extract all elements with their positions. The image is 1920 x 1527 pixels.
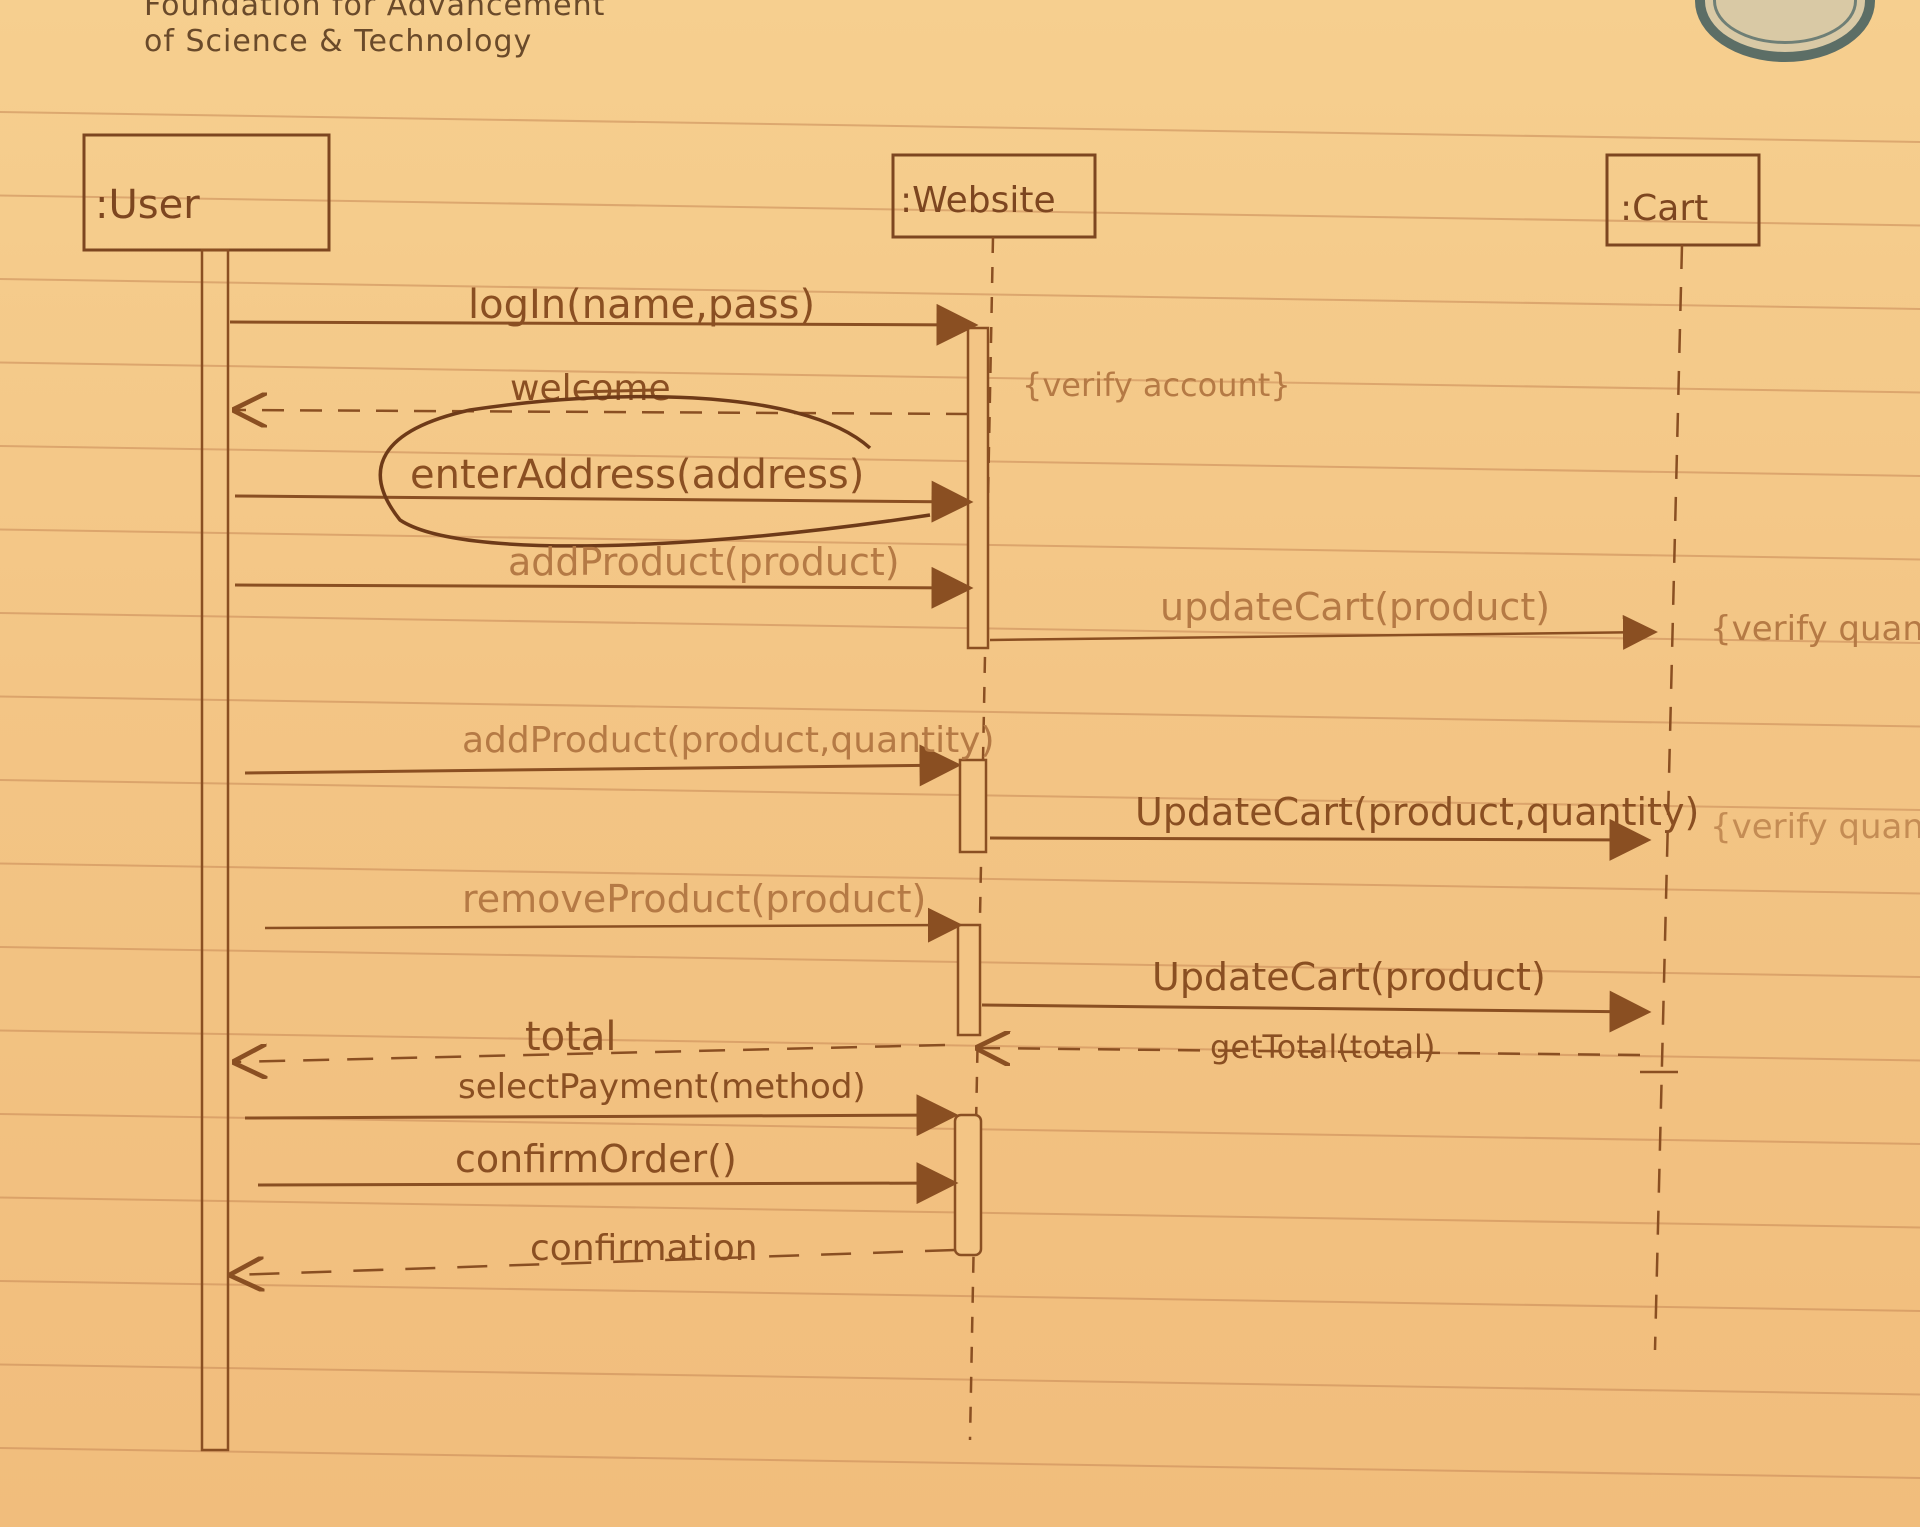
message-update-cart-2: UpdateCart(product) <box>981 955 1652 1033</box>
lifeline-head-cart <box>1605 153 1761 247</box>
lifeline-label-website: :Website <box>900 180 1056 221</box>
message-update-cart-quantity: UpdateCart(product,quantity) <box>989 790 1699 861</box>
note-verify-account: {verify account} <box>1022 366 1291 404</box>
message-add-product-arrow <box>234 566 974 609</box>
message-login-label: logIn(name,pass) <box>468 282 815 328</box>
activation-website-2 <box>958 758 988 854</box>
rule-line <box>0 695 1920 728</box>
lifeline-dashed-cart <box>1653 244 1684 1351</box>
enter-address-circle-mark <box>378 394 931 548</box>
message-confirm-order: confirmOrder() <box>257 1137 959 1205</box>
note-verify-quantity-2: {verify quantity} <box>1710 807 1920 847</box>
lifeline-label-cart: :Cart <box>1620 188 1708 229</box>
header-line-1: Foundation for Advancement <box>144 0 606 23</box>
rule-line <box>0 111 1920 143</box>
message-remove-product-label: removeProduct(product) <box>462 877 926 921</box>
rule-line <box>0 1363 1920 1396</box>
lifeline-activation-user <box>200 248 230 1452</box>
rule-line <box>0 1447 1920 1479</box>
message-select-payment-label: selectPayment(method) <box>458 1067 866 1107</box>
message-enter-address-label: enterAddress(address) <box>410 452 864 498</box>
message-enter-address: enterAddress(address) <box>234 394 974 548</box>
message-total-arrow <box>235 1045 946 1062</box>
rule-line <box>0 1280 1920 1312</box>
message-enter-address-arrow <box>234 480 974 523</box>
note-verify-quantity-1: {verify quantity} <box>1710 609 1920 649</box>
rule-line <box>0 862 1920 895</box>
message-select-payment-arrow <box>244 1094 959 1137</box>
message-add-product-label: addProduct(product) <box>508 540 900 584</box>
lifeline-website: :Website <box>891 153 1097 1441</box>
message-select-payment: selectPayment(method) <box>244 1067 959 1137</box>
message-confirmation-label: confirmation <box>530 1228 758 1269</box>
message-add-product-quantity: addProduct(product,quantity) <box>244 720 995 787</box>
message-update-cart-quantity-arrow <box>989 818 1652 861</box>
welcome-strikethrough <box>574 388 656 394</box>
message-welcome-arrow <box>235 410 969 414</box>
message-update-cart-2-arrow <box>981 990 1652 1033</box>
rule-line <box>0 361 1920 394</box>
message-total-label: total <box>525 1014 616 1060</box>
message-remove-product-arrow <box>264 907 963 943</box>
rule-line <box>0 194 1920 227</box>
lifeline-cart: :Cart <box>1605 153 1761 1351</box>
activation-website-1 <box>966 326 990 650</box>
message-add-product: addProduct(product) <box>234 540 974 609</box>
message-update-cart-1: updateCart(product) <box>989 585 1658 650</box>
rule-line <box>0 612 1920 644</box>
message-update-cart-quantity-label: UpdateCart(product,quantity) <box>1135 790 1699 834</box>
header-line-2: of Science & Technology <box>144 24 533 59</box>
message-update-cart-2-label: UpdateCart(product) <box>1152 955 1546 999</box>
rule-line <box>0 445 1920 477</box>
activation-website-4 <box>953 1113 983 1257</box>
message-update-cart-1-label: updateCart(product) <box>1160 585 1550 629</box>
message-add-product-quantity-arrow <box>244 744 962 787</box>
message-confirm-order-label: confirmOrder() <box>455 1137 737 1181</box>
lifeline-user: :User <box>82 133 331 1452</box>
message-total: total <box>235 1014 946 1062</box>
message-get-total-arrow <box>978 1048 1641 1055</box>
activation-website-3 <box>956 923 982 1037</box>
message-remove-product: removeProduct(product) <box>264 877 963 943</box>
message-login: logIn(name,pass) <box>229 282 979 346</box>
message-get-total-label: getTotal(total) <box>1210 1028 1435 1066</box>
message-confirmation-arrow <box>232 1248 956 1275</box>
rule-line <box>0 1029 1920 1062</box>
message-update-cart-1-arrow <box>989 614 1658 650</box>
message-get-total: getTotal(total) <box>978 1028 1641 1066</box>
lifeline-head-website <box>891 153 1097 239</box>
message-login-arrow <box>229 303 979 346</box>
lifeline-label-user: :User <box>95 182 200 228</box>
message-welcome: welcome <box>235 368 969 414</box>
message-confirmation: confirmation <box>232 1228 956 1275</box>
message-confirm-order-arrow <box>257 1162 959 1205</box>
rule-line <box>0 278 1920 310</box>
rule-line <box>0 528 1920 561</box>
message-add-product-quantity-label: addProduct(product,quantity) <box>462 720 995 761</box>
